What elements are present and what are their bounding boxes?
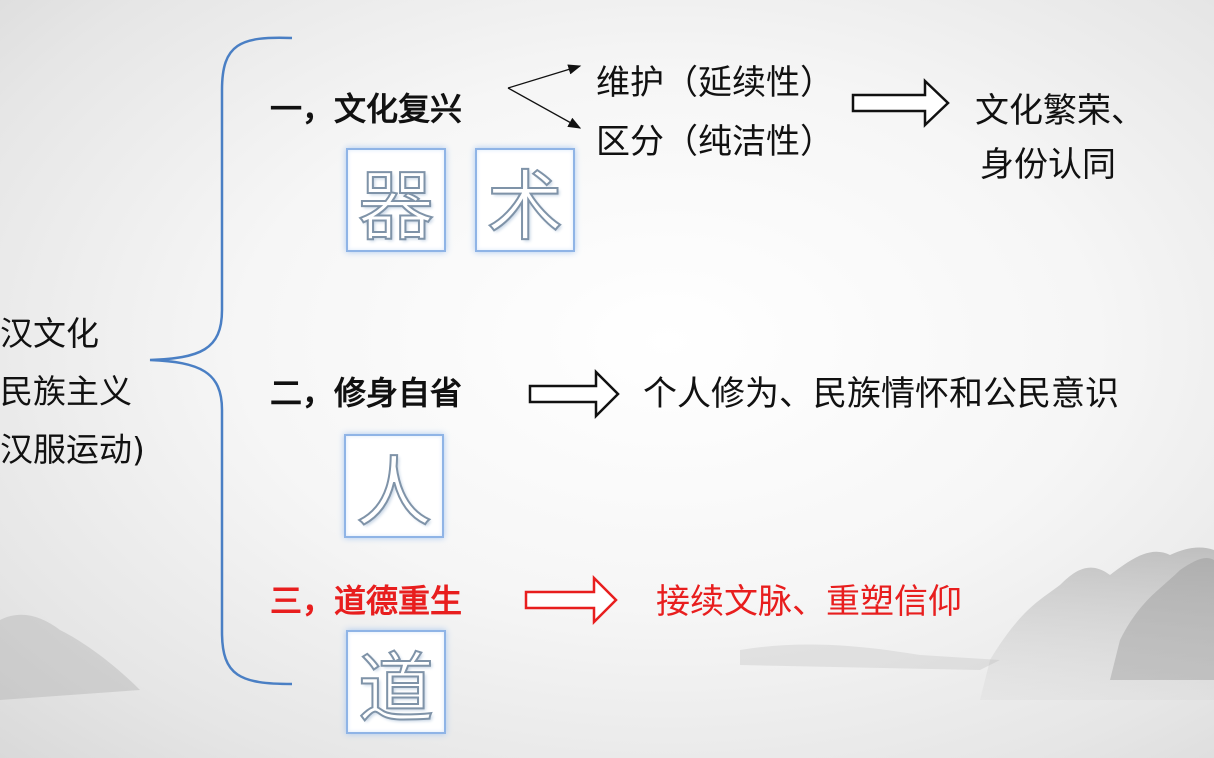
branch-arrow-bottom bbox=[507, 87, 582, 129]
hollow-arrow-2 bbox=[528, 368, 620, 420]
glyph-tile-qi: 器 bbox=[346, 148, 446, 252]
section-1-result-line-2: 身份认同 bbox=[980, 145, 1116, 185]
section-3-title: 三，道德重生 bbox=[270, 582, 463, 620]
branch-top-label: 维护（延续性） bbox=[596, 63, 834, 103]
section-2-result: 个人修为、民族情怀和公民意识 bbox=[643, 374, 1119, 414]
glyph-tile-ren: 人 bbox=[344, 434, 444, 538]
glyph-tile-dao: 道 bbox=[346, 630, 446, 734]
branch-bottom-label: 区分（纯洁性） bbox=[596, 122, 834, 162]
section-3-result: 接续文脉、重塑信仰 bbox=[656, 582, 962, 622]
glyph-tile-shu: 术 bbox=[475, 148, 575, 252]
curly-brace bbox=[149, 36, 293, 686]
topic-label: 汉文化 民族主义 汉服运动) bbox=[0, 305, 145, 479]
branch-arrow-top bbox=[507, 64, 582, 89]
topic-line-3: 汉服运动) bbox=[0, 430, 145, 469]
hollow-arrow-3 bbox=[524, 574, 618, 626]
topic-line-1: 汉文化 bbox=[0, 314, 99, 353]
section-2-title: 二，修身自省 bbox=[270, 374, 463, 412]
section-1-title: 一，文化复兴 bbox=[270, 90, 463, 128]
hollow-arrow-1 bbox=[851, 78, 950, 128]
section-1-result-line-1: 文化繁荣、 bbox=[975, 91, 1145, 131]
topic-line-2: 民族主义 bbox=[0, 372, 132, 411]
